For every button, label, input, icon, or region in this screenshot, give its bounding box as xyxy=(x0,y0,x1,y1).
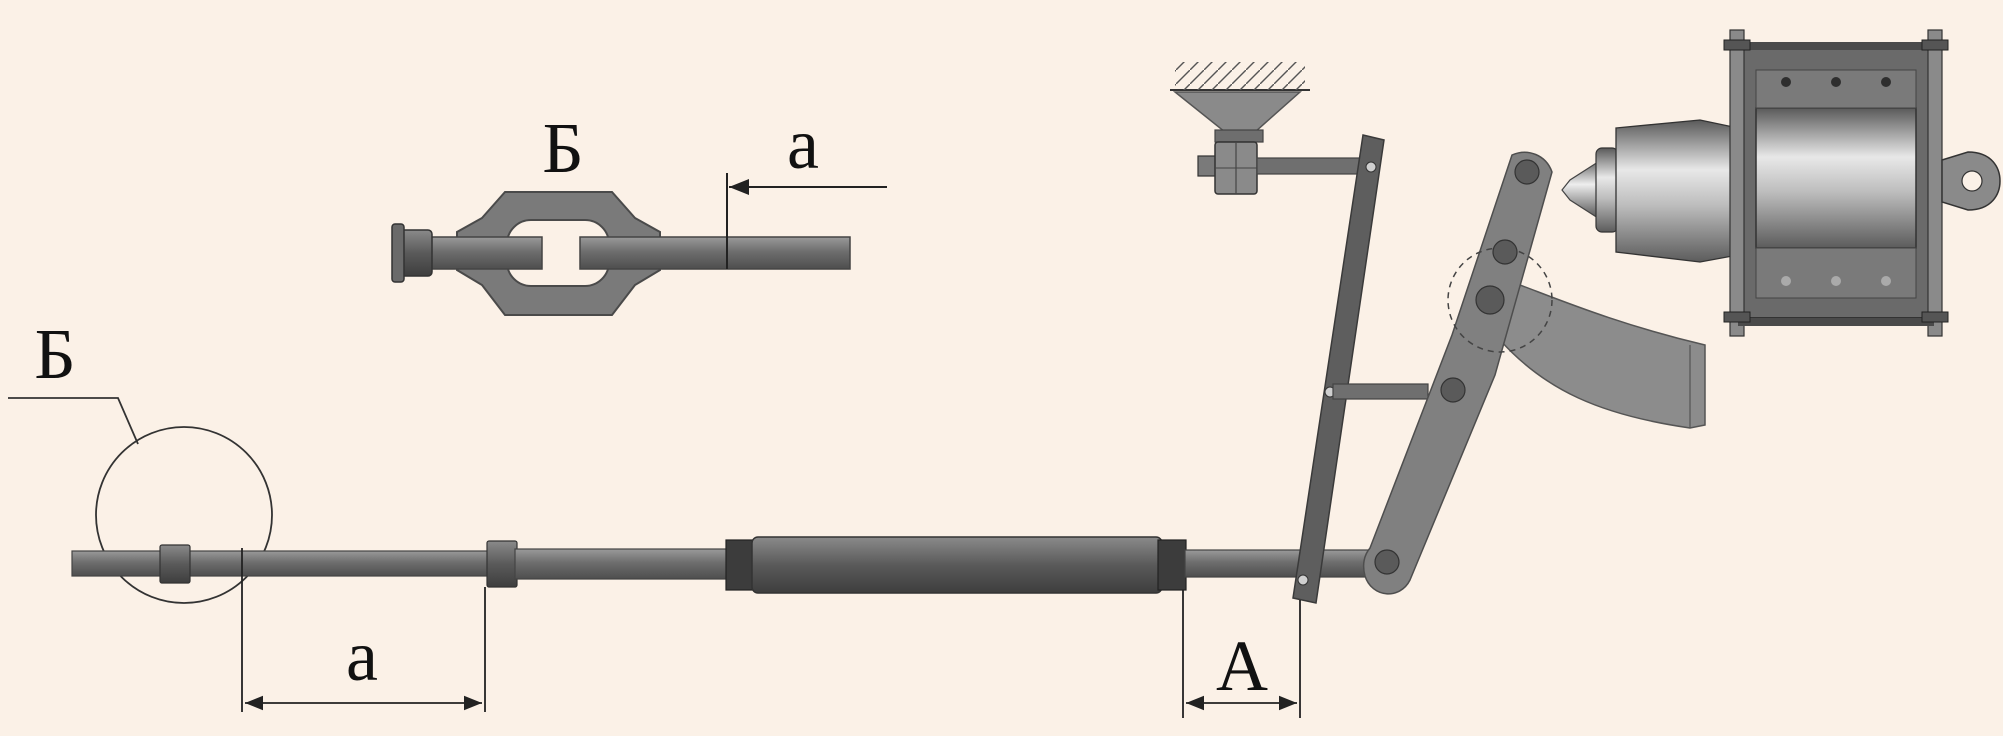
detail-right-rod xyxy=(579,236,851,270)
lever-system xyxy=(1170,62,1706,604)
callout-circle xyxy=(95,426,273,604)
right-rod xyxy=(1184,549,1371,578)
detail-dimension-label: а xyxy=(787,104,819,184)
turnbuckle-sleeve xyxy=(751,536,1163,594)
piston-cone xyxy=(1561,160,1599,220)
turnbuckle-end-right xyxy=(1157,539,1187,591)
main-rod-assembly xyxy=(71,536,1371,594)
detail-left-rod xyxy=(391,223,543,283)
detail-callout: Б xyxy=(8,314,273,604)
left-rod xyxy=(71,550,493,577)
callout-label: Б xyxy=(34,314,75,394)
dimension-gap-label: А xyxy=(1216,626,1268,706)
rod-clamp-left xyxy=(159,544,191,584)
bracket-nut xyxy=(1197,141,1373,195)
vertical-lever xyxy=(1292,134,1429,604)
turnbuckle-end-left xyxy=(725,539,755,591)
middle-rod xyxy=(514,548,731,580)
brake-beam xyxy=(1499,284,1706,429)
piston-collar xyxy=(1595,147,1619,233)
brake-cylinder xyxy=(1561,29,2001,337)
fixed-support xyxy=(1170,62,1310,143)
triangular-lever xyxy=(1362,151,1553,595)
dimension-a: а xyxy=(241,548,486,712)
dimension-gap: А xyxy=(1182,590,1301,718)
detail-title-label: Б xyxy=(542,108,583,188)
detail-view-b: Б а xyxy=(391,104,887,316)
dimension-a-label: а xyxy=(346,616,378,696)
rod-clamp-right xyxy=(486,540,518,588)
piston-body xyxy=(1615,119,1739,263)
